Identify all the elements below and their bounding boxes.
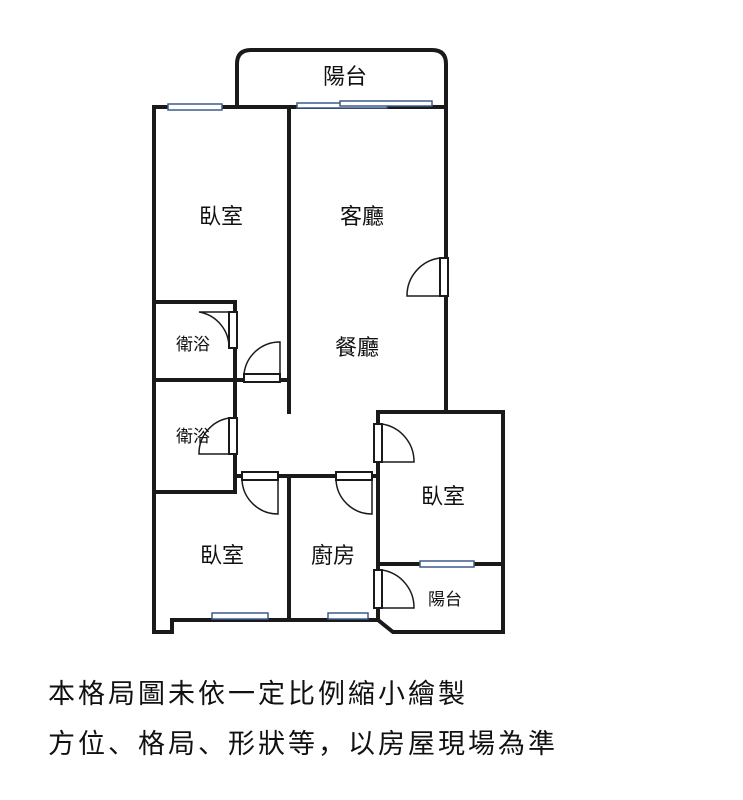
door-bath1 <box>198 311 238 349</box>
label-bedroom-right: 臥室 <box>421 485 465 510</box>
floor-plan: 陽台 臥室 客廳 餐廳 衛浴 衛浴 臥室 臥室 廚房 陽台 <box>152 48 505 634</box>
disclaimer-line-1: 本格局圖未依一定比例縮小繪製 <box>48 679 468 710</box>
window-kitchen-bottom <box>327 612 369 620</box>
label-bedroom-top-left: 臥室 <box>199 205 243 230</box>
door-bath2 <box>198 417 238 455</box>
window-living-top-2 <box>339 100 433 107</box>
label-bathroom-1: 衛浴 <box>176 335 210 355</box>
disclaimer-line-2: 方位、格局、形狀等，以房屋現場為準 <box>48 729 558 760</box>
door-living-right <box>406 257 449 297</box>
label-kitchen: 廚房 <box>311 544 355 569</box>
window-bedroom-top <box>167 103 223 111</box>
window-right-bedroom <box>419 560 475 568</box>
label-living-room: 客廳 <box>340 205 384 230</box>
door-bedroom-bottom <box>241 471 279 515</box>
label-dining-room: 餐廳 <box>335 336 379 361</box>
label-bathroom-2: 衛浴 <box>176 427 210 447</box>
label-balcony-bottom: 陽台 <box>428 590 462 610</box>
label-balcony-top: 陽台 <box>323 65 367 90</box>
door-balcony-bottom <box>373 569 415 609</box>
label-bedroom-bottom-left: 臥室 <box>200 544 244 569</box>
door-right-bedroom <box>373 423 415 463</box>
balcony-top-wall <box>235 48 448 106</box>
outer-wall <box>152 105 505 634</box>
window-bedroom-bottom <box>211 612 269 620</box>
door-bath1-corridor <box>243 341 281 383</box>
door-kitchen <box>335 471 373 515</box>
